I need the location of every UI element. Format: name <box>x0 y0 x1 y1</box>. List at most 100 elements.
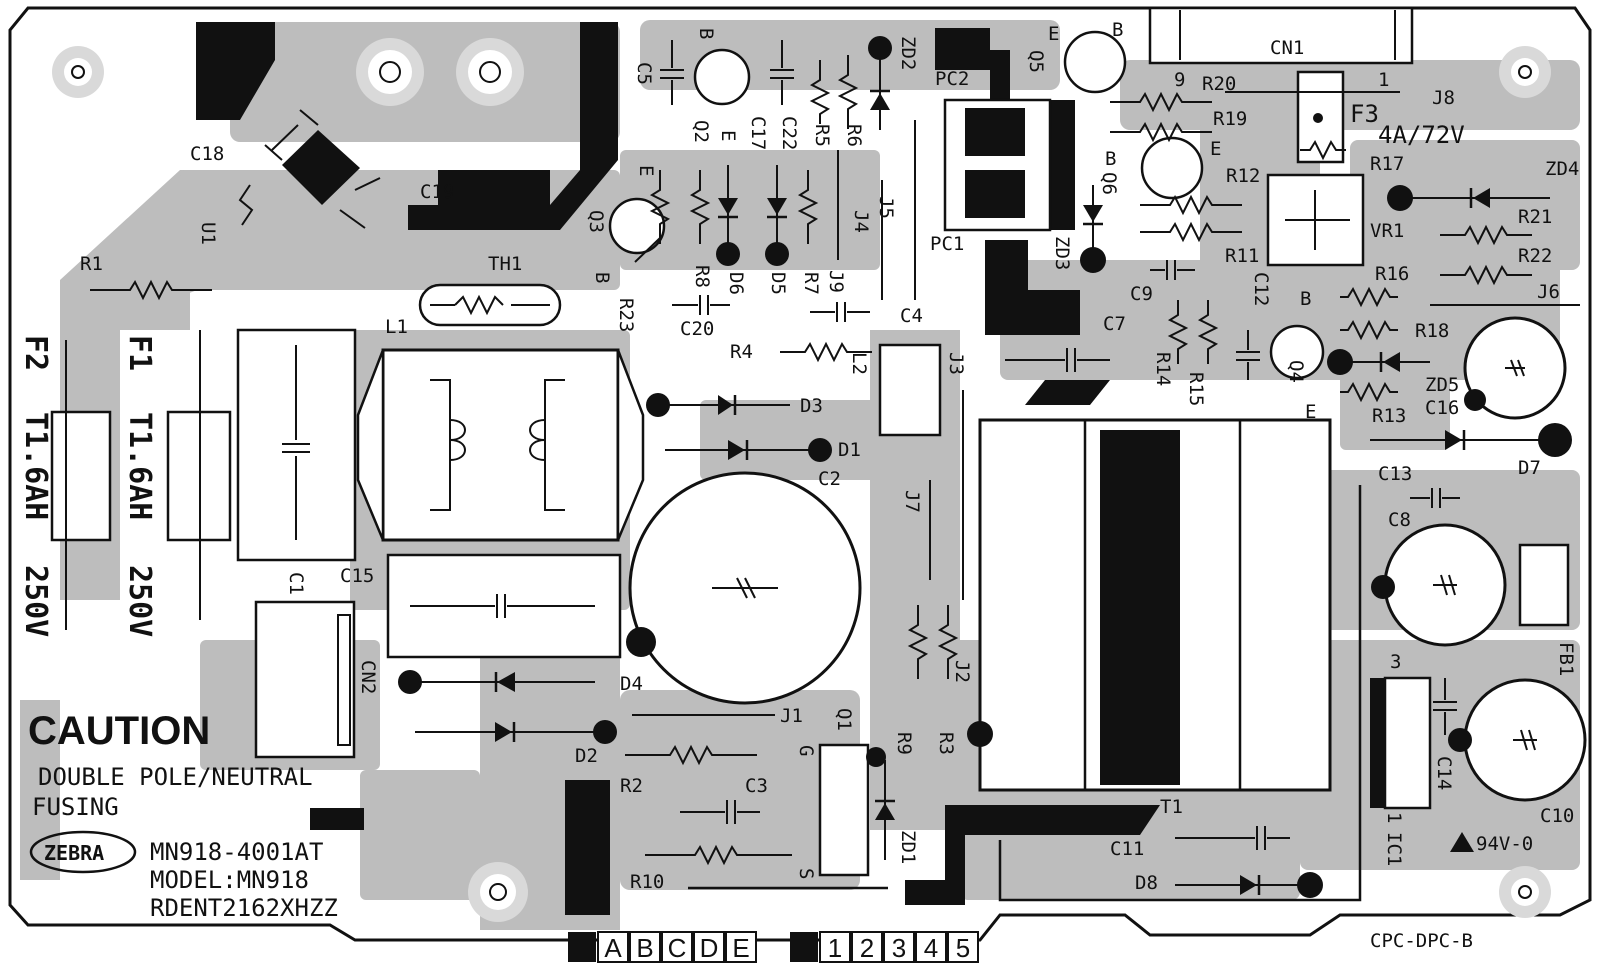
number-tile-label: 3 <box>892 933 906 963</box>
label-zd4: ZD4 <box>1545 158 1579 180</box>
label-c9: C9 <box>1130 283 1153 305</box>
label-l1: L1 <box>385 316 408 338</box>
label-r18: R18 <box>1415 320 1449 342</box>
label-pin-b-q6: B <box>1105 148 1116 170</box>
label-j7: J7 <box>901 490 923 513</box>
resistors <box>90 55 1532 866</box>
label-r3: R3 <box>935 732 957 755</box>
label-d5: D5 <box>767 272 789 295</box>
label-r21: R21 <box>1518 206 1552 228</box>
label-r1: R1 <box>80 253 103 275</box>
label-pin-b-q3: B <box>591 272 613 283</box>
label-u1: U1 <box>197 222 219 245</box>
label-f3-rating: 4A/72V <box>1378 121 1465 149</box>
label-pin-e-q4: E <box>1305 401 1316 423</box>
label-d2: D2 <box>575 745 598 767</box>
mounting-holes <box>52 38 1551 922</box>
label-r16: R16 <box>1375 263 1409 285</box>
number-tile <box>851 931 883 963</box>
number-tile-label: 4 <box>924 933 938 963</box>
label-q5: Q5 <box>1025 50 1047 73</box>
label-c5: C5 <box>633 62 655 85</box>
label-c18: C18 <box>190 143 224 165</box>
u1-c18-group <box>238 109 381 229</box>
label-c17: C17 <box>747 116 769 150</box>
label-r6: R6 <box>843 124 865 147</box>
label-d8: D8 <box>1135 872 1158 894</box>
number-tile <box>883 931 915 963</box>
label-c11: C11 <box>1110 838 1144 860</box>
label-pin-b-q2: B <box>695 28 717 39</box>
letter-tile-label: A <box>604 933 622 963</box>
optocoupler-pc1-pc2 <box>943 98 1052 232</box>
label-cn1: CN1 <box>1270 37 1304 59</box>
label-j1: J1 <box>780 705 803 727</box>
label-d3: D3 <box>800 395 823 417</box>
model-line: MODEL:MN918 <box>150 866 309 894</box>
letter-tile <box>693 931 725 963</box>
board-outline <box>8 6 1592 942</box>
label-r4: R4 <box>730 341 753 363</box>
label-pin-3: 3 <box>1390 651 1401 673</box>
label-r10: R10 <box>630 871 664 893</box>
number-tile <box>819 931 851 963</box>
letter-tile-label: D <box>700 933 719 963</box>
label-q2: Q2 <box>690 120 712 143</box>
label-f1: F1 <box>122 335 157 371</box>
label-r8: R8 <box>691 265 713 288</box>
label-pin-e-q5: E <box>1048 23 1059 45</box>
label-r12: R12 <box>1226 165 1260 187</box>
label-j5: J5 <box>875 196 897 219</box>
label-rating: 94V-0 <box>1476 833 1533 855</box>
label-c10: C10 <box>1540 805 1574 827</box>
label-cn2: CN2 <box>357 660 379 694</box>
label-j9: J9 <box>825 270 847 293</box>
label-zd5: ZD5 <box>1425 374 1459 396</box>
line-filter-l1 <box>356 348 645 542</box>
label-pin-b-q5: B <box>1112 19 1123 41</box>
label-ic1: IC1 <box>1383 832 1405 866</box>
label-pin-g-q1: G <box>795 745 817 756</box>
letter-tile-label: E <box>732 933 749 963</box>
label-pin-e-q3: E <box>635 165 657 176</box>
caution-line-1: DOUBLE POLE/NEUTRAL <box>38 763 313 791</box>
label-c12: C12 <box>1250 272 1272 306</box>
label-r23: R23 <box>615 298 637 332</box>
letter-tile-label: B <box>636 933 653 963</box>
label-r17: R17 <box>1370 153 1404 175</box>
label-r14: R14 <box>1152 352 1174 386</box>
label-f3: F3 <box>1350 100 1379 128</box>
label-c4: C4 <box>900 305 923 327</box>
label-c1: C1 <box>285 572 307 595</box>
letter-tile-label: C <box>668 933 687 963</box>
label-fb1: FB1 <box>1555 642 1577 676</box>
small-capacitors-and-jumpers <box>65 10 1580 902</box>
label-pin-s-q1: S <box>795 868 817 879</box>
vr1-f3-internals <box>1285 113 1350 250</box>
label-pin-e-q6: E <box>1210 138 1221 160</box>
letter-lead-pad <box>568 932 596 962</box>
label-f1-rating: T1.6AH <box>122 412 157 520</box>
caution-line-2: FUSING <box>32 793 119 821</box>
label-vr1: VR1 <box>1370 220 1404 242</box>
label-q4: Q4 <box>1285 360 1307 383</box>
label-r13: R13 <box>1372 405 1406 427</box>
capacitor-c2-electrolytic <box>626 471 862 705</box>
diodes <box>398 36 1572 898</box>
number-tile <box>915 931 947 963</box>
letter-tile <box>597 931 629 963</box>
label-pin-9: 9 <box>1174 69 1185 91</box>
label-c3: C3 <box>745 775 768 797</box>
label-r15: R15 <box>1185 372 1207 406</box>
label-pin-b-q4: B <box>1300 288 1311 310</box>
label-pin-e-q2: E <box>717 130 739 141</box>
label-pc2: PC2 <box>935 68 969 90</box>
zebra-logo-ellipse <box>29 830 137 874</box>
ul-mark-icon <box>1450 832 1474 852</box>
label-d7: D7 <box>1518 457 1541 479</box>
number-lead-pad <box>790 932 818 962</box>
label-t1: T1 <box>1160 796 1183 818</box>
label-f1-voltage: 250V <box>122 565 157 637</box>
label-r9: R9 <box>893 732 915 755</box>
